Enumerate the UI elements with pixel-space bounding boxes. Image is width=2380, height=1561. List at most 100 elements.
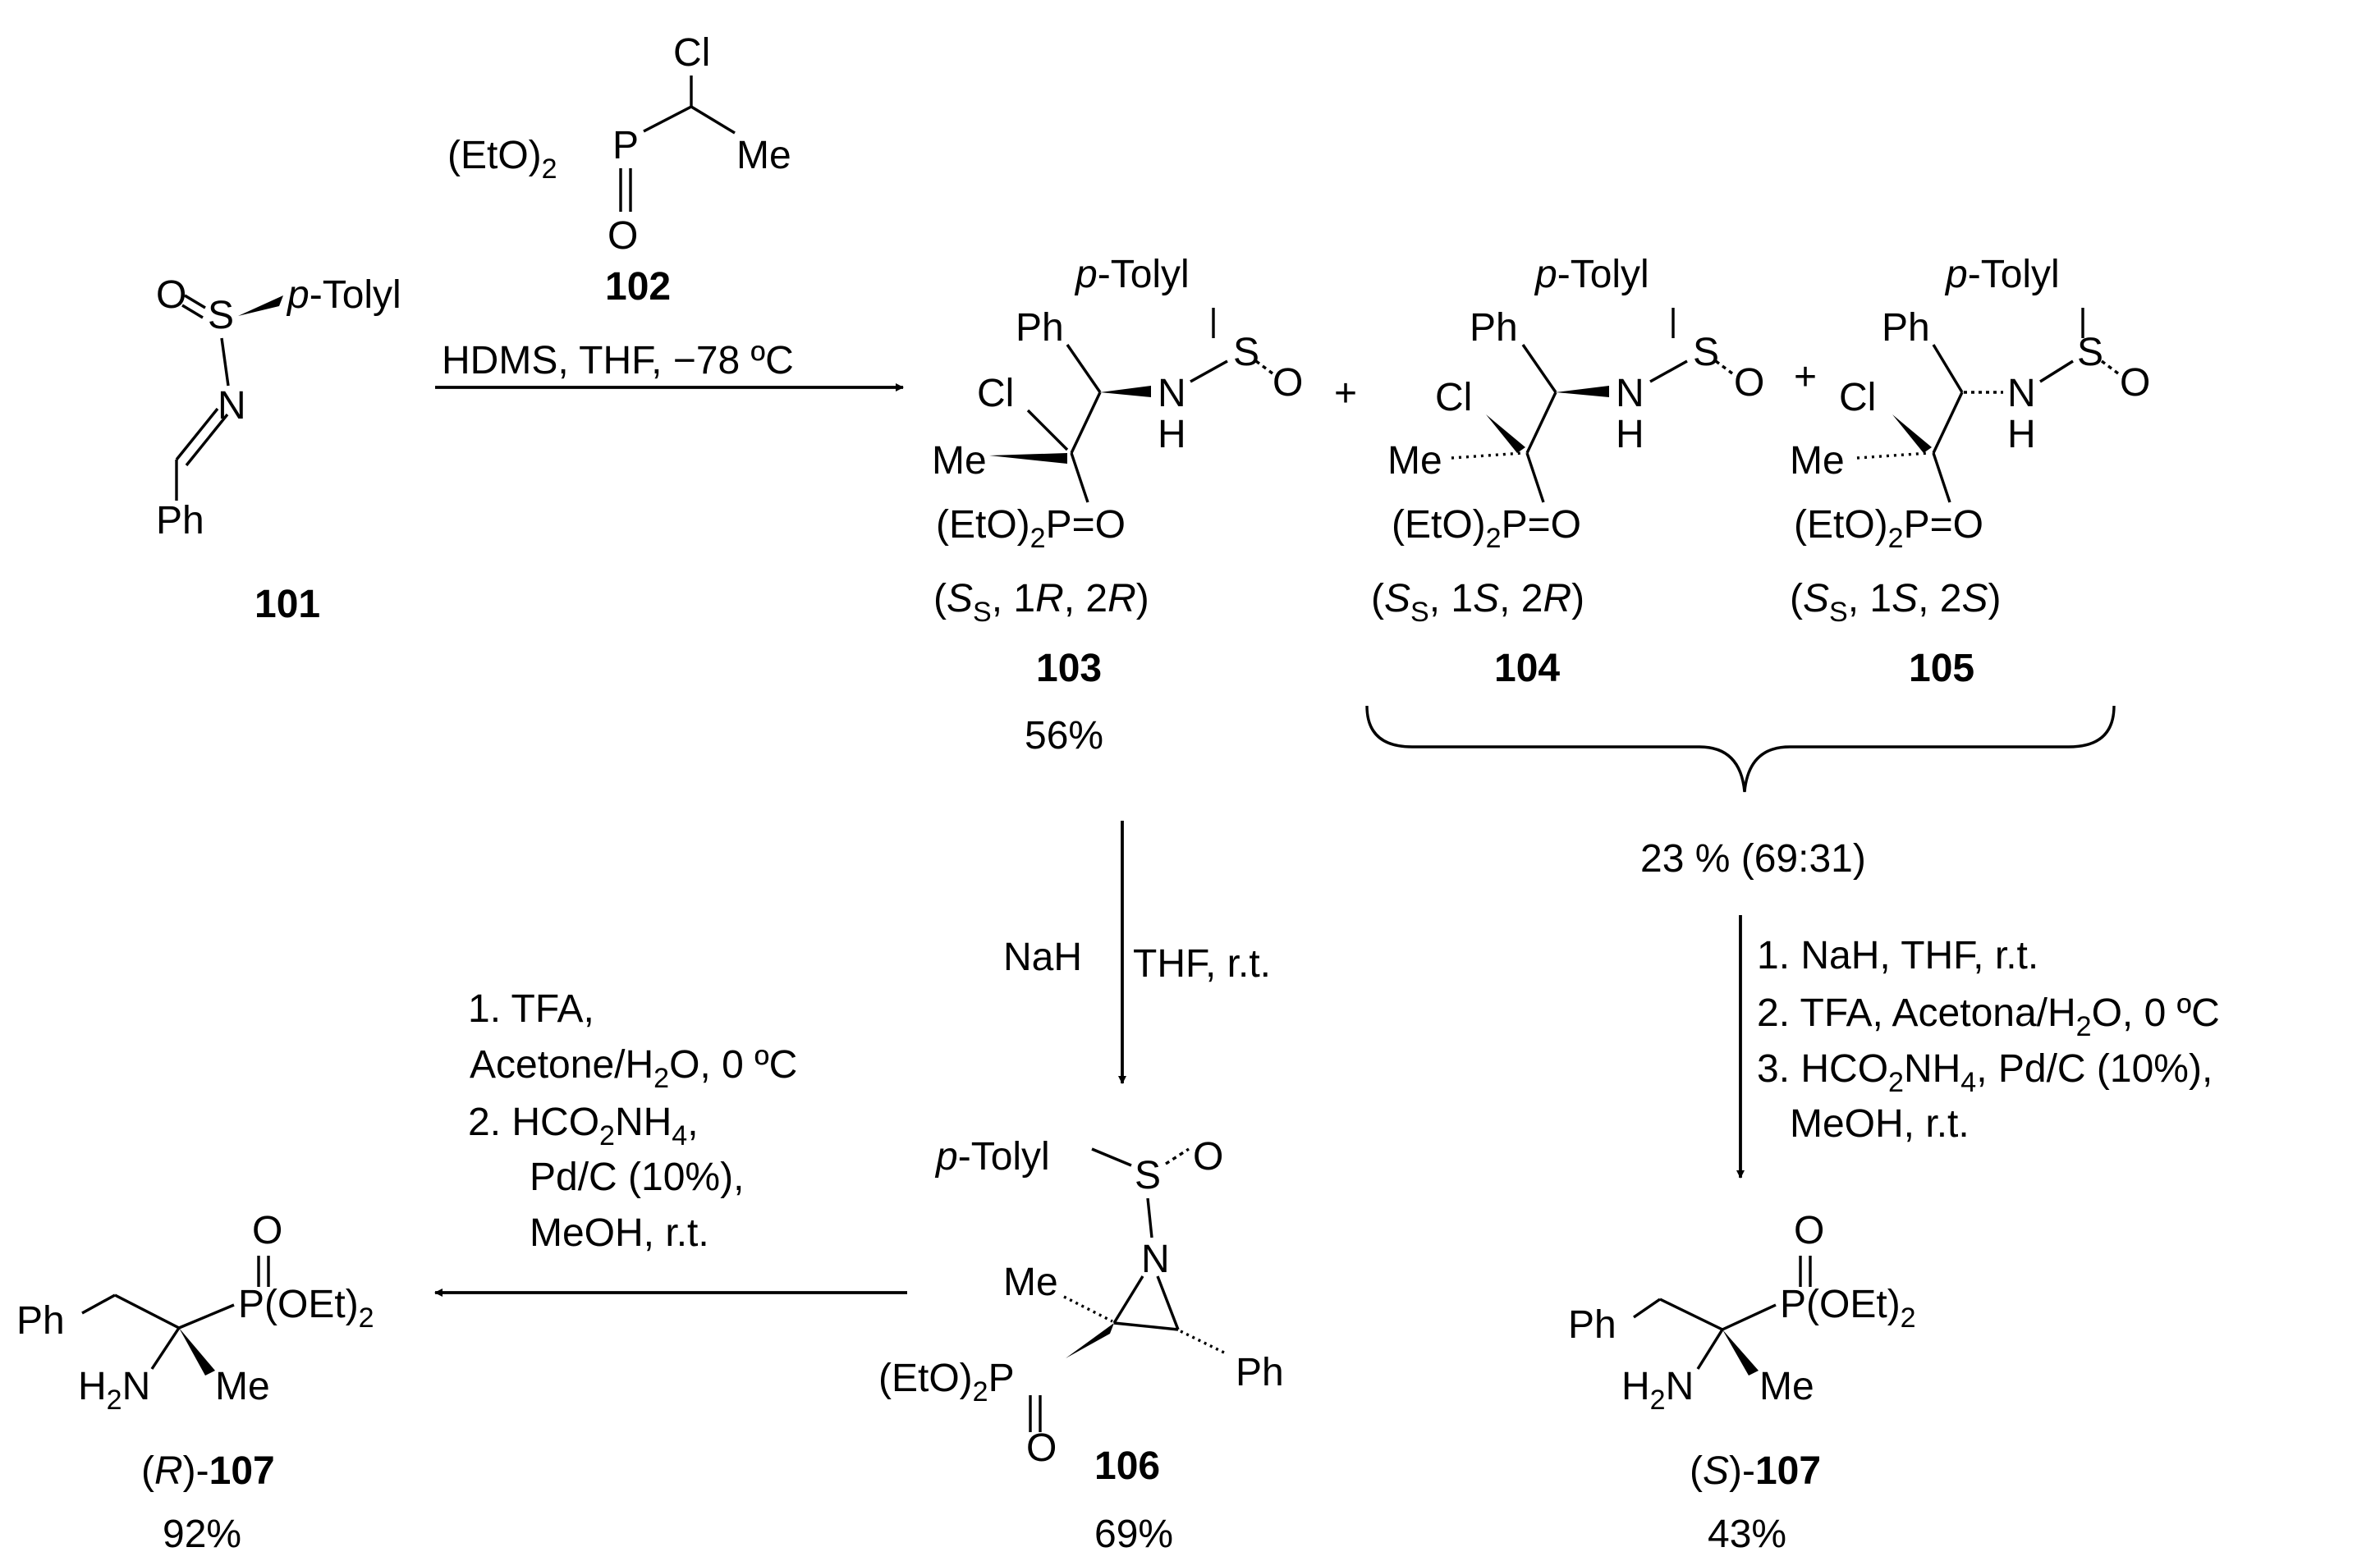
step-4: MeOH, r.t. bbox=[530, 1211, 709, 1255]
wedge-bond bbox=[179, 1328, 215, 1376]
bond bbox=[184, 294, 206, 309]
step-4: MeOH, r.t. bbox=[1790, 1102, 1970, 1146]
bond bbox=[1112, 1275, 1144, 1324]
compound-104: p-Tolyl Ph S O Cl N H Me (EtO)2P=O (SS, … bbox=[1371, 253, 1764, 690]
tolyl-label: p-Tolyl bbox=[1074, 253, 1190, 296]
bond bbox=[1146, 1197, 1153, 1238]
bond bbox=[175, 407, 219, 461]
phosphonate-label: (EtO)2P=O bbox=[1392, 503, 1581, 554]
tolyl-label: p-Tolyl bbox=[1534, 253, 1649, 296]
atom-me: Me bbox=[1759, 1365, 1814, 1408]
atom-o: O bbox=[1794, 1209, 1824, 1252]
phosphonate-label: P(OEt)2 bbox=[238, 1283, 374, 1334]
yield: 43% bbox=[1708, 1513, 1786, 1556]
atom-me: Me bbox=[932, 439, 987, 483]
bond bbox=[1070, 391, 1102, 454]
atom-h: H bbox=[2007, 413, 2036, 456]
aziridine-106: p-Tolyl S O N Me (EtO)2P O Ph 106 69% bbox=[878, 1135, 1284, 1556]
atom-cl: Cl bbox=[1435, 376, 1472, 419]
atom-o: O bbox=[156, 273, 186, 317]
compound-number: 101 bbox=[255, 583, 320, 626]
atom-ph: Ph bbox=[1882, 306, 1930, 350]
bond bbox=[1066, 344, 1102, 393]
reagent-left: NaH bbox=[1003, 936, 1082, 979]
wedge-bond bbox=[1486, 414, 1525, 453]
amine-label: H2N bbox=[1621, 1365, 1694, 1416]
conditions-right: THF, r.t. bbox=[1133, 942, 1271, 986]
arrow-right: 1. NaH, THF, r.t. 2. TFA, Acetona/H2O, 0… bbox=[1736, 915, 2220, 1179]
atom-s: S bbox=[1693, 331, 1719, 374]
hashed-bond bbox=[1180, 1330, 1228, 1356]
step-1: 1. TFA, bbox=[468, 987, 594, 1031]
bond bbox=[1156, 1275, 1180, 1330]
stereo-descriptor: (SS, 1R, 2R) bbox=[933, 577, 1149, 628]
hashed-bond bbox=[1714, 359, 1734, 375]
hashed-bond bbox=[1254, 359, 1274, 375]
bond bbox=[1113, 1321, 1179, 1331]
atom-n: N bbox=[2007, 372, 2036, 415]
bond bbox=[1932, 452, 1951, 503]
atom-me: Me bbox=[1387, 439, 1442, 483]
phosphonate-label: (EtO)2P=O bbox=[1794, 503, 1983, 554]
atom-eto: (EtO)2 bbox=[447, 134, 557, 185]
wedge-bond bbox=[238, 295, 283, 316]
atom-s: S bbox=[1135, 1154, 1161, 1197]
compound-label: (S)-107 bbox=[1690, 1449, 1821, 1493]
compound-S-107: O Ph P(OEt)2 H2N Me (S)-107 43% bbox=[1568, 1209, 1916, 1556]
wedge-bond bbox=[989, 453, 1067, 464]
step-2: 2. HCO2NH4, bbox=[468, 1101, 699, 1151]
bond bbox=[1722, 1303, 1777, 1331]
atom-o: O bbox=[1193, 1135, 1223, 1179]
yield: 56% bbox=[1025, 714, 1103, 758]
brace: 23 % (69:31) bbox=[1365, 705, 2116, 881]
atom-me: Me bbox=[1003, 1261, 1058, 1304]
bond bbox=[114, 1293, 180, 1330]
arrow-middle: NaH THF, r.t. bbox=[1003, 821, 1271, 1084]
atom-cl: Cl bbox=[1839, 376, 1876, 419]
arrow-top: HDMS, THF, −78 ºC bbox=[435, 339, 904, 391]
atom-o: O bbox=[1273, 361, 1303, 405]
atom-o: O bbox=[1026, 1426, 1057, 1470]
bond bbox=[1659, 1298, 1723, 1331]
bond bbox=[1633, 1298, 1661, 1319]
atom-ph: Ph bbox=[1016, 306, 1064, 350]
phosphonate-label: (EtO)2P bbox=[878, 1357, 1015, 1408]
phosphonate-label: (EtO)2P=O bbox=[936, 503, 1126, 554]
bond bbox=[1696, 1329, 1724, 1370]
atom-o: O bbox=[2120, 361, 2150, 405]
atom-o: O bbox=[1734, 361, 1764, 405]
tolyl-label: p-Tolyl bbox=[934, 1135, 1050, 1179]
atom-h: H bbox=[1158, 413, 1186, 456]
reagent-102: Cl (EtO)2 P Me O 102 bbox=[447, 31, 791, 309]
atom-o: O bbox=[608, 214, 638, 258]
atom-s: S bbox=[1233, 331, 1259, 374]
atom-me: Me bbox=[215, 1365, 270, 1408]
stereo-descriptor: (SS, 1S, 2S) bbox=[1790, 577, 2001, 628]
sulfinimine-101: O S p-Tolyl N Ph 101 bbox=[156, 273, 401, 626]
compound-R-107: O Ph P(OEt)2 H2N Me (R)-107 92% bbox=[16, 1209, 374, 1556]
atom-cl: Cl bbox=[673, 31, 710, 75]
bond bbox=[220, 337, 230, 387]
bond bbox=[1649, 359, 1688, 383]
hashed-bond bbox=[1451, 451, 1524, 460]
atom-n: N bbox=[1158, 372, 1186, 415]
amine-label: H2N bbox=[78, 1365, 150, 1416]
atom-n: N bbox=[1141, 1238, 1170, 1281]
bond bbox=[1932, 344, 1964, 393]
compound-number: 103 bbox=[1036, 647, 1102, 690]
conditions: HDMS, THF, −78 ºC bbox=[442, 339, 794, 382]
hashed-bond bbox=[2100, 359, 2120, 375]
atom-ph: Ph bbox=[156, 499, 204, 542]
hashed-bond bbox=[1165, 1147, 1190, 1165]
bond bbox=[1525, 452, 1545, 503]
combined-yield: 23 % (69:31) bbox=[1640, 837, 1866, 881]
tolyl-label: p-Tolyl bbox=[286, 273, 401, 317]
compound-number: 102 bbox=[605, 265, 671, 309]
atom-ph: Ph bbox=[1236, 1351, 1284, 1394]
compound-103: p-Tolyl Ph S O Cl N H Me (EtO)2P=O (SS, … bbox=[932, 253, 1303, 758]
atom-h: H bbox=[1616, 413, 1644, 456]
bond bbox=[690, 105, 736, 135]
bond bbox=[1026, 409, 1069, 451]
step-1: 1. NaH, THF, r.t. bbox=[1757, 934, 2038, 977]
